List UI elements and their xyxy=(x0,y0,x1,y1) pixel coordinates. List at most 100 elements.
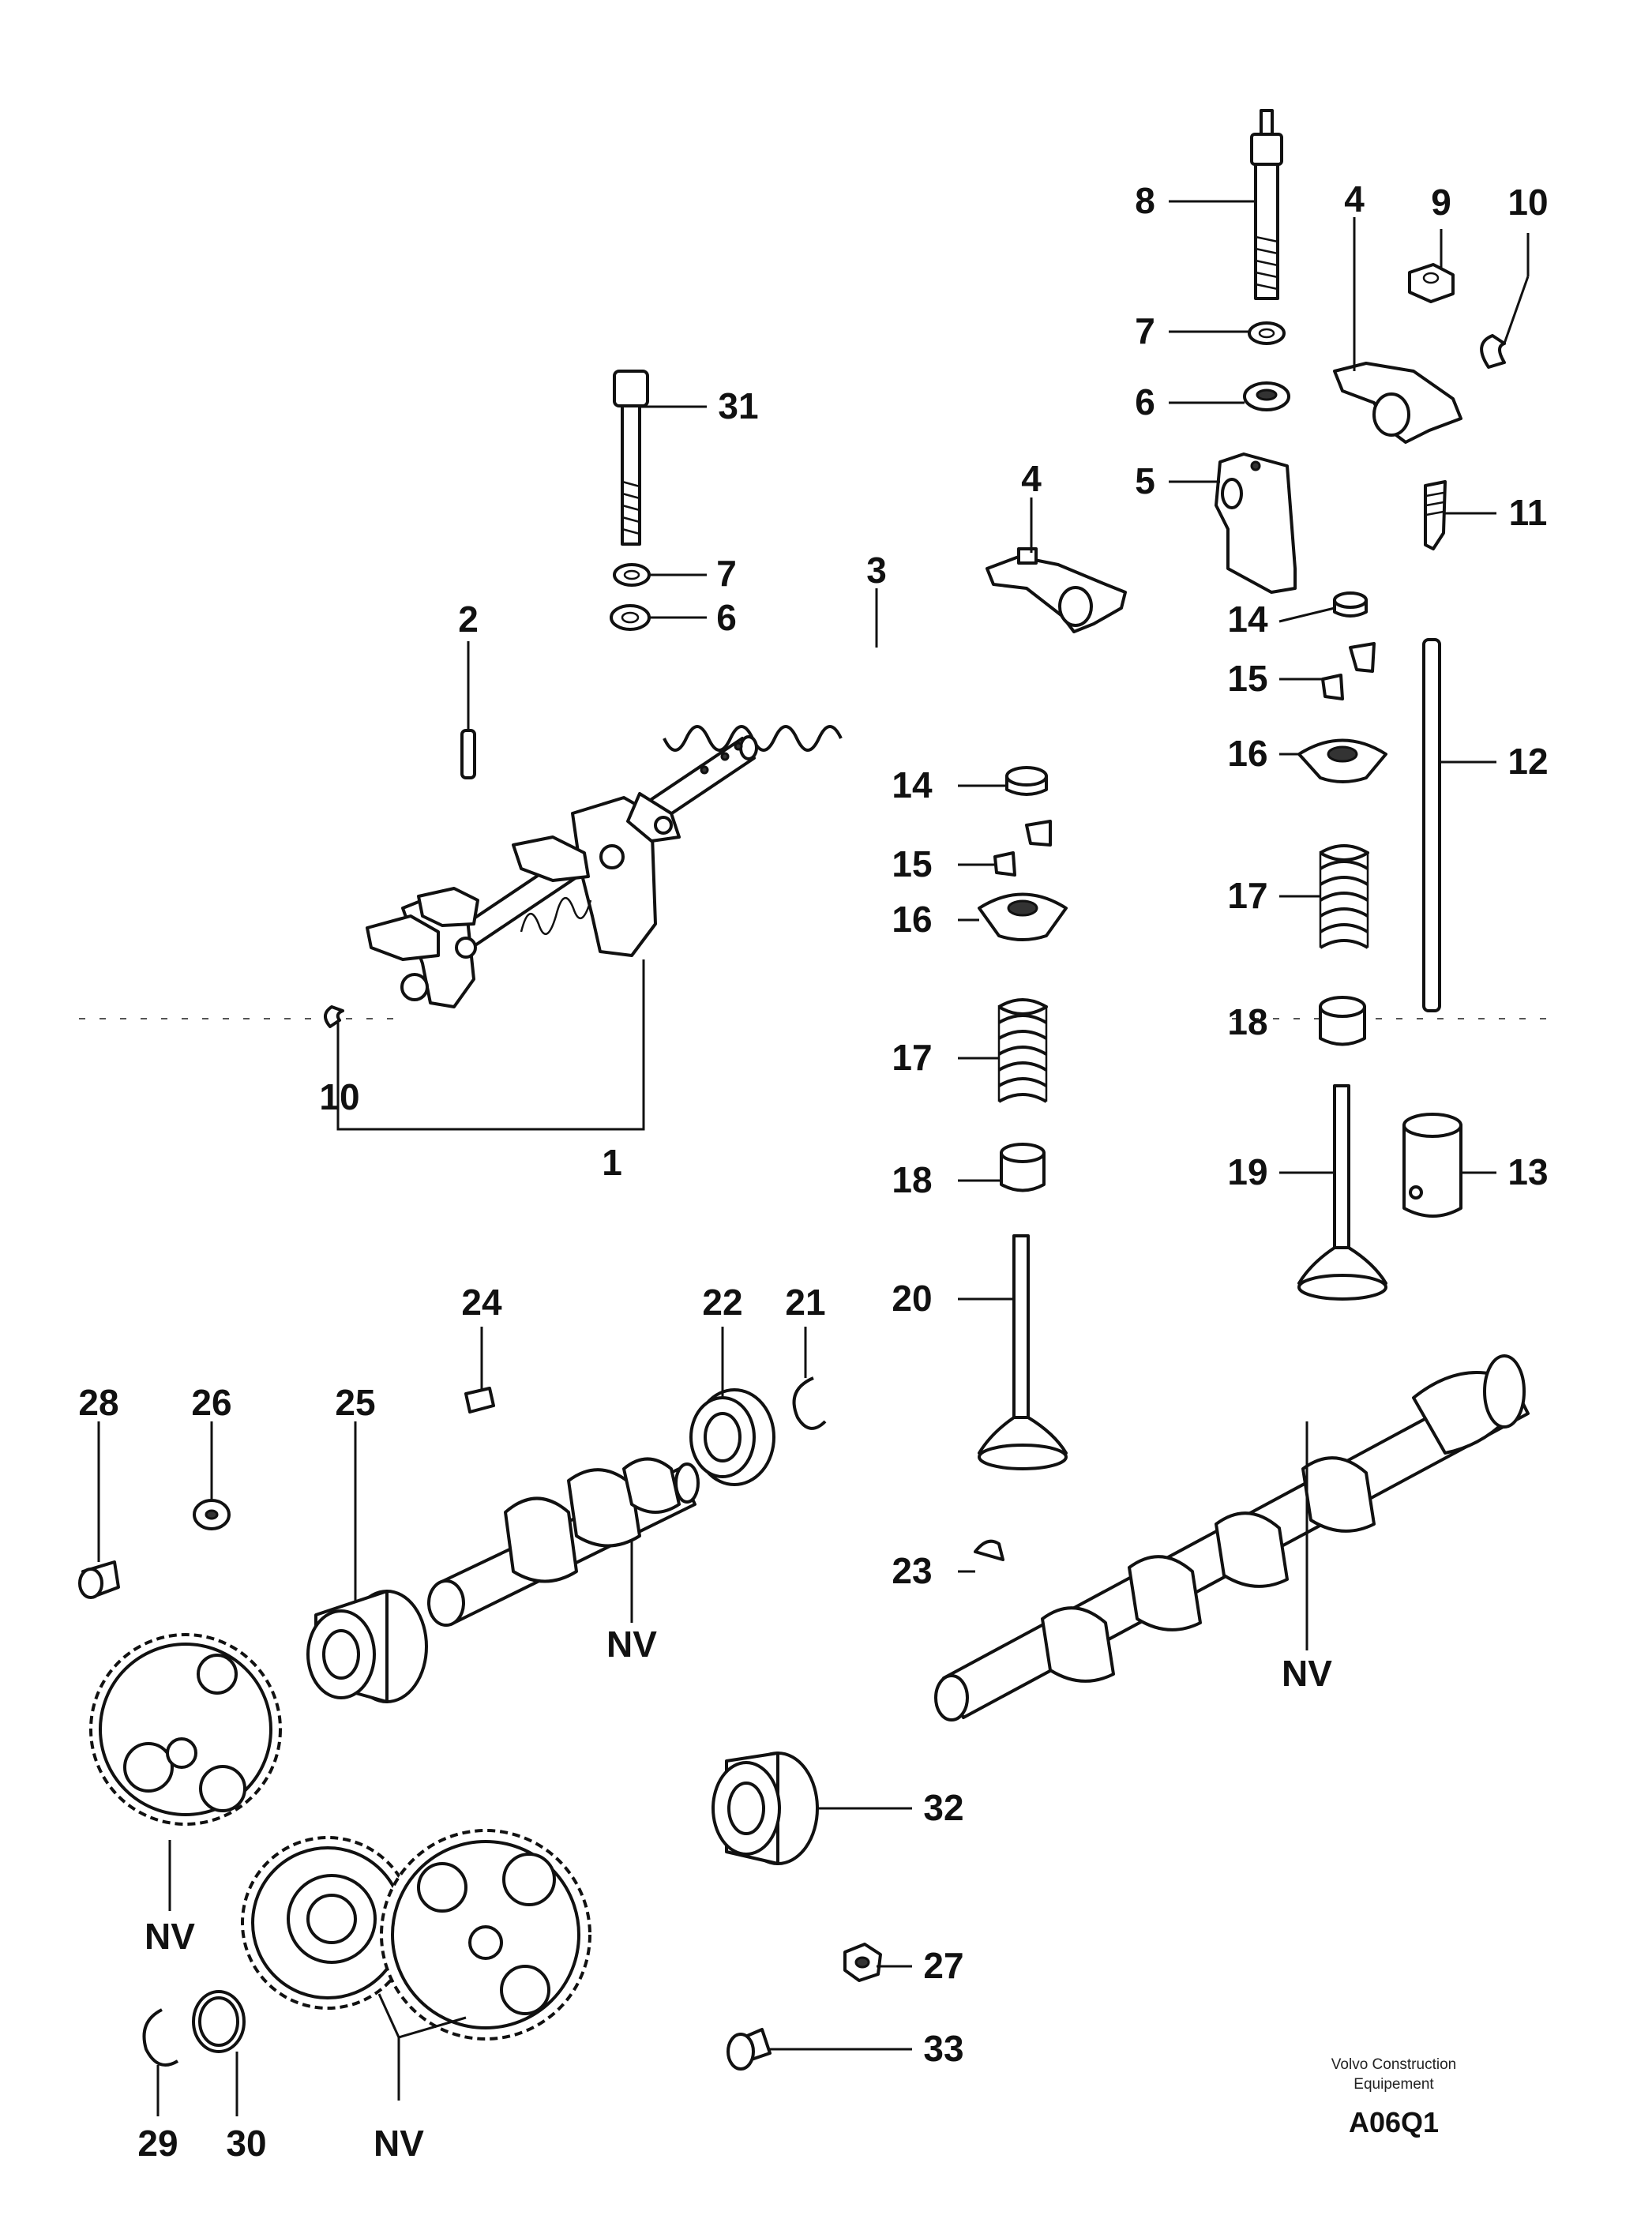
label-16-right: 16 xyxy=(1227,733,1267,774)
label-4-center: 4 xyxy=(1021,458,1042,499)
label-25: 25 xyxy=(335,1382,375,1423)
label-nv-gear-left: NV xyxy=(145,1916,195,1957)
part-20-valve xyxy=(978,1234,1068,1470)
part-7-spring-washer-right xyxy=(1248,321,1286,345)
part-17-valve-spring xyxy=(997,998,1048,1103)
label-2: 2 xyxy=(458,599,479,640)
part-9-nut xyxy=(1408,263,1455,303)
label-21: 21 xyxy=(785,1282,825,1323)
part-15-valve-collets xyxy=(993,820,1052,877)
label-27: 27 xyxy=(923,1945,963,1986)
label-26: 26 xyxy=(191,1382,231,1423)
part-27-nut xyxy=(843,1943,882,1982)
label-19: 19 xyxy=(1227,1151,1267,1192)
label-14-center: 14 xyxy=(892,764,933,805)
part-11-adjusting-screw xyxy=(1424,480,1447,550)
part-6-washer xyxy=(610,604,651,631)
part-21-circlip xyxy=(792,1376,827,1430)
part-10-clip-right xyxy=(1480,334,1506,369)
part-4-rocker-arm-center xyxy=(986,547,1127,633)
part-13-tappet xyxy=(1402,1113,1462,1218)
label-6-right: 6 xyxy=(1135,381,1155,422)
label-30: 30 xyxy=(226,2123,266,2164)
label-18-right: 18 xyxy=(1227,1001,1267,1042)
label-11: 11 xyxy=(1509,492,1548,533)
label-20: 20 xyxy=(892,1278,932,1319)
label-nv-gears: NV xyxy=(374,2123,424,2164)
label-22: 22 xyxy=(702,1282,742,1323)
label-33: 33 xyxy=(923,2028,963,2069)
part-30-ring xyxy=(192,1990,246,2053)
part-8-stud xyxy=(1250,109,1283,300)
part-18-valve-seal xyxy=(1000,1143,1046,1192)
credit-line-1: Volvo Construction xyxy=(1331,2056,1456,2073)
part-16-spring-retainer xyxy=(978,892,1068,941)
part-18-valve-seal-right xyxy=(1319,996,1366,1046)
label-17-right: 17 xyxy=(1227,875,1267,916)
credit-line-2: Equipement xyxy=(1354,2076,1434,2093)
label-24: 24 xyxy=(461,1282,502,1323)
label-31: 31 xyxy=(718,385,758,426)
label-32: 32 xyxy=(923,1787,963,1828)
credit-block: Volvo Construction Equipement A06Q1 xyxy=(1331,2056,1456,2138)
callout-labels: 1 2 3 4 4 5 6 6 7 7 8 9 10 10 11 12 13 1… xyxy=(78,178,1548,2164)
part-12-push-rod xyxy=(1422,638,1441,1012)
part-1-rocker-shaft-assembly xyxy=(366,735,758,1008)
part-15-valve-collets-right xyxy=(1321,642,1376,700)
label-7-right: 7 xyxy=(1135,310,1155,351)
part-14-valve-cap xyxy=(1005,766,1048,796)
label-14-right: 14 xyxy=(1227,599,1268,640)
drawing-code: A06Q1 xyxy=(1349,2106,1439,2138)
label-nv-left-camshaft: NV xyxy=(606,1624,657,1665)
part-32-bearing xyxy=(711,1752,819,1865)
part-33-plug xyxy=(727,2028,772,2071)
part-24-key xyxy=(464,1387,495,1414)
label-9: 9 xyxy=(1431,182,1451,223)
part-16-spring-retainer-right xyxy=(1297,738,1387,783)
timing-gear-right xyxy=(380,1829,591,2041)
timing-gear-center xyxy=(241,1836,415,2010)
part-2-pin xyxy=(460,729,476,779)
part-23-key xyxy=(974,1539,1004,1561)
camshaft-left xyxy=(427,1457,700,1627)
label-10-right: 10 xyxy=(1507,182,1548,223)
part-4-rocker-arm-right xyxy=(1333,362,1462,444)
label-7-left: 7 xyxy=(716,553,737,594)
part-29-circlip xyxy=(142,2008,179,2067)
part-31-bolt xyxy=(613,370,649,546)
part-26-washer xyxy=(193,1499,231,1530)
label-12: 12 xyxy=(1507,741,1548,782)
part-17-valve-spring-right xyxy=(1319,844,1369,949)
part-28-plug xyxy=(78,1560,120,1599)
part-5-bracket xyxy=(1215,452,1297,594)
label-3: 3 xyxy=(866,550,887,591)
part-7-spring-washer xyxy=(613,563,651,587)
label-29: 29 xyxy=(137,2123,178,2164)
part-14-valve-cap-right xyxy=(1333,591,1368,618)
label-4-right: 4 xyxy=(1344,178,1365,220)
label-16-center: 16 xyxy=(892,899,932,940)
label-15-right: 15 xyxy=(1227,658,1267,699)
label-18-center: 18 xyxy=(892,1159,932,1200)
part-6-washer-right xyxy=(1243,381,1290,411)
label-1: 1 xyxy=(602,1142,622,1183)
label-6-left: 6 xyxy=(716,597,737,638)
label-5: 5 xyxy=(1135,460,1155,501)
label-23: 23 xyxy=(892,1550,932,1591)
label-10-left: 10 xyxy=(319,1076,359,1117)
leader-lines xyxy=(97,200,1530,2116)
label-15-center: 15 xyxy=(892,843,932,884)
label-17-center: 17 xyxy=(892,1037,932,1078)
label-13: 13 xyxy=(1507,1151,1548,1192)
camshaft-right xyxy=(934,1354,1530,1721)
label-nv-right-camshaft: NV xyxy=(1282,1653,1332,1694)
label-28: 28 xyxy=(78,1382,118,1423)
timing-gear-left xyxy=(89,1633,282,1826)
part-22-bearing xyxy=(689,1388,775,1486)
label-8: 8 xyxy=(1135,180,1155,221)
part-10-clip-left xyxy=(324,1005,344,1028)
part-25-bearing xyxy=(306,1590,428,1703)
part-19-valve-right xyxy=(1297,1084,1387,1301)
